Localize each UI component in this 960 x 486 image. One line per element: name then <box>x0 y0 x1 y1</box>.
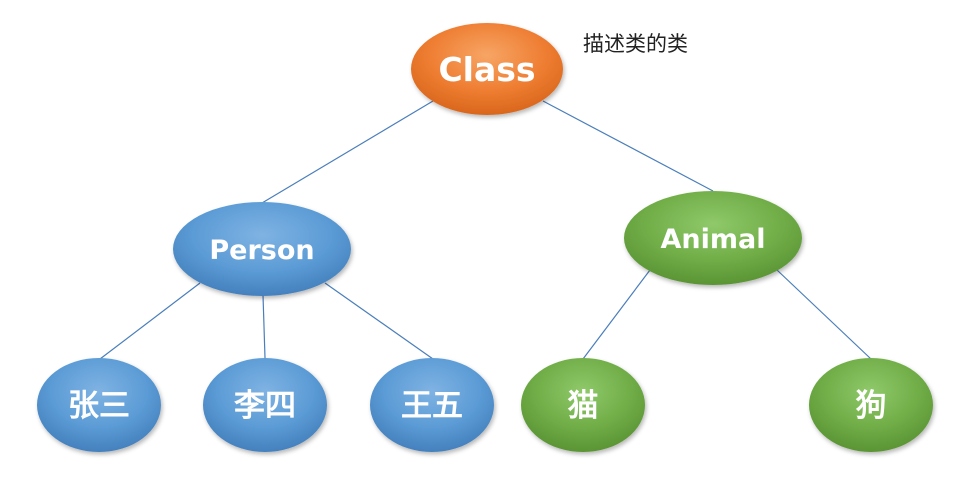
edge-class-animal <box>542 100 714 192</box>
node-animal-child-1-label: 猫 <box>568 388 599 424</box>
node-person-child-2-shape <box>203 358 327 452</box>
node-animal-child-2-shape <box>809 358 933 452</box>
edge-person-child-2 <box>262 294 266 359</box>
node-person-child-3: 王五 <box>370 358 494 452</box>
node-class: Class <box>411 23 563 115</box>
node-person-child-2: 李四 <box>203 358 327 452</box>
node-person-child-1-label: 张三 <box>68 388 130 424</box>
node-class-shape <box>411 23 563 115</box>
node-class-label: Class <box>438 50 535 89</box>
edge-person-child-3 <box>324 282 434 360</box>
node-animal-child-2: 狗 <box>809 358 933 452</box>
node-person-child-3-shape <box>370 358 494 452</box>
node-person-child-1-shape <box>37 358 161 452</box>
node-animal-child-1: 猫 <box>521 358 645 452</box>
annotation-text: 描述类的类 <box>583 32 688 56</box>
node-animal-child-2-label: 狗 <box>856 388 887 424</box>
node-animal-label: Animal <box>661 224 766 255</box>
node-person-child-3-label: 王五 <box>401 388 463 424</box>
node-person-child-2-label: 李四 <box>234 388 296 424</box>
node-animal-shape <box>624 191 802 285</box>
edge-animal-child-1 <box>582 269 651 360</box>
node-person: Person <box>173 202 351 296</box>
node-animal: Animal <box>624 191 802 285</box>
edge-person-child-1 <box>99 282 201 360</box>
edge-animal-child-2 <box>776 269 872 360</box>
edges <box>99 100 872 360</box>
node-animal-child-1-shape <box>521 358 645 452</box>
node-person-shape <box>173 202 351 296</box>
node-person-label: Person <box>209 235 314 266</box>
edge-class-person <box>261 100 434 204</box>
node-person-child-1: 张三 <box>37 358 161 452</box>
